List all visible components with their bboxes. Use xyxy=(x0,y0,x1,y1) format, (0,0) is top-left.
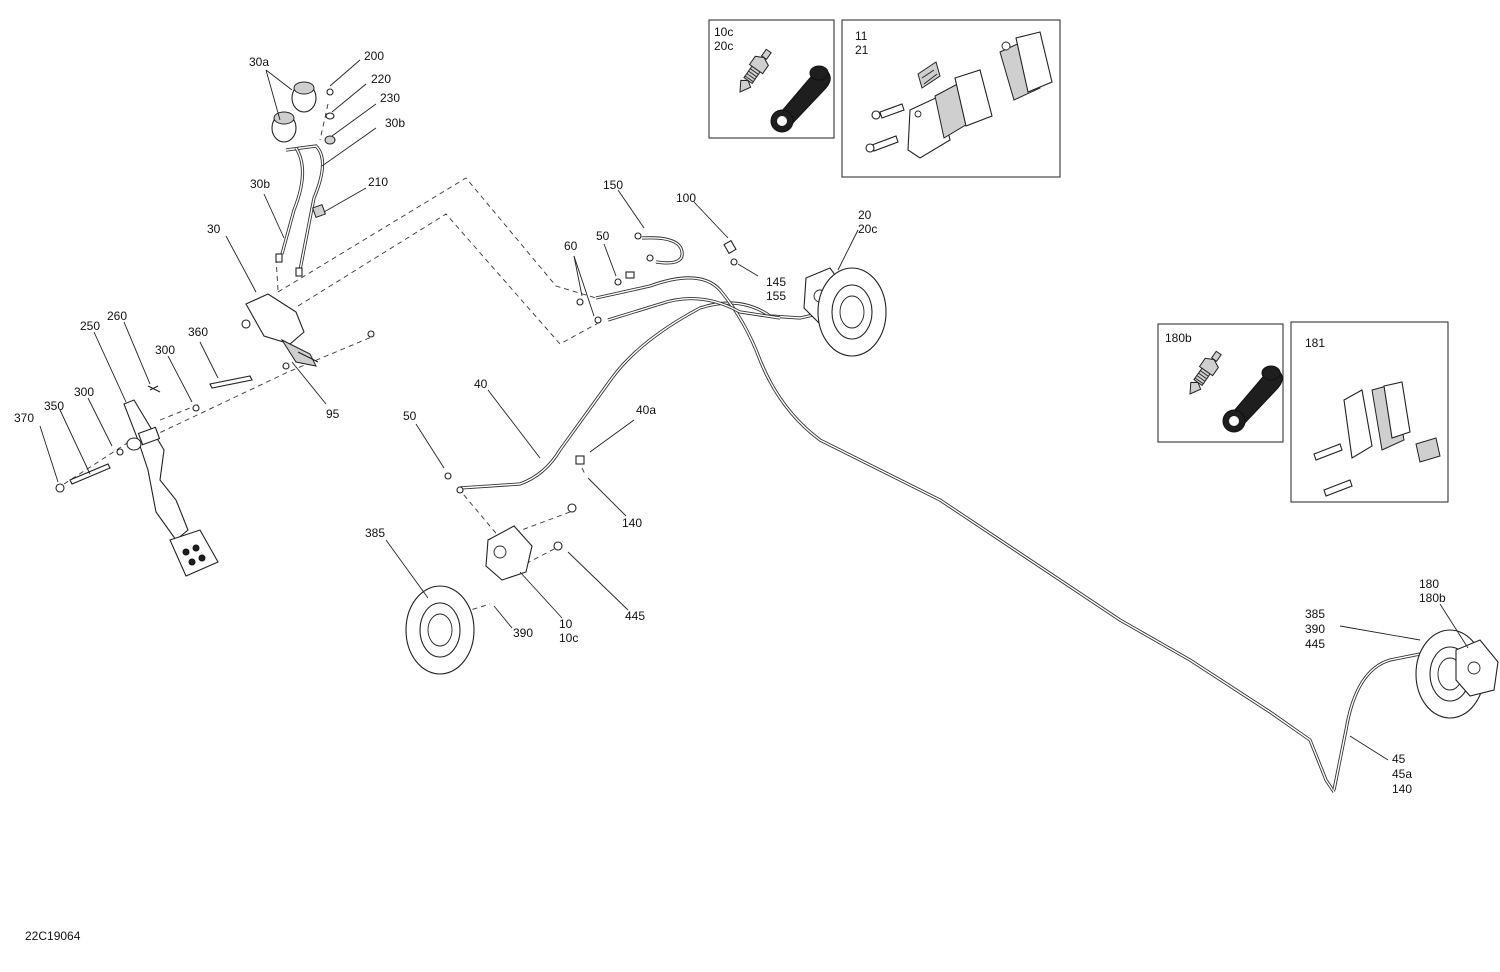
callout-445-a: 445 xyxy=(625,609,645,623)
brake-lines xyxy=(280,144,1441,793)
inset-label-180b: 180b xyxy=(1165,331,1192,345)
master-cylinder xyxy=(241,293,319,370)
leader-lines xyxy=(39,59,1469,761)
callout-30a: 30a xyxy=(249,55,269,69)
callout-370: 370 xyxy=(14,411,34,425)
bleeder-cap-rear-icon xyxy=(1222,365,1283,433)
callout-100: 100 xyxy=(676,191,696,205)
callout-390-b: 390 xyxy=(1305,622,1325,636)
brake-fluid-reservoir-icon xyxy=(271,81,317,143)
pad-pin-icon xyxy=(865,103,905,153)
brake-pedal xyxy=(123,399,219,577)
callout-145: 145 xyxy=(766,275,786,289)
callout-350: 350 xyxy=(44,399,64,413)
inset-bleeder-front: 10c 20c xyxy=(708,19,835,139)
rear-caliper xyxy=(1455,639,1499,697)
callout-230: 230 xyxy=(380,91,400,105)
inset-label-11: 11 xyxy=(855,29,868,43)
callout-40: 40 xyxy=(474,377,488,391)
front-brake-disc-left xyxy=(405,585,475,675)
anti-rattle-clip-icon xyxy=(917,61,941,89)
inset-brake-pads-rear: 181 xyxy=(1290,321,1449,503)
callout-30b-top: 30b xyxy=(385,116,405,130)
callout-360: 360 xyxy=(188,325,208,339)
callout-445-b: 445 xyxy=(1305,637,1325,651)
callout-180: 180 xyxy=(1419,577,1439,591)
callout-210: 210 xyxy=(368,175,388,189)
callout-50-a: 50 xyxy=(403,409,417,423)
callout-155: 155 xyxy=(766,289,786,303)
rear-pad-icon xyxy=(1313,381,1441,497)
callout-385-a: 385 xyxy=(365,526,385,540)
callout-180b: 180b xyxy=(1419,591,1446,605)
callout-20c: 20c xyxy=(858,222,877,236)
callout-250: 250 xyxy=(80,319,100,333)
callout-95: 95 xyxy=(326,407,340,421)
inset-brake-pads-front: 11 21 xyxy=(841,19,1061,178)
inset-label-21: 21 xyxy=(855,43,869,57)
callout-10c: 10c xyxy=(559,631,578,645)
bleeder-cap-icon xyxy=(770,65,831,133)
callout-50-b: 50 xyxy=(596,229,610,243)
callout-labels: 30a 200 220 230 30b 210 30b 30 250 260 3… xyxy=(14,49,1446,796)
callout-140-b: 140 xyxy=(1392,782,1412,796)
callout-60: 60 xyxy=(564,239,578,253)
callout-260: 260 xyxy=(107,309,127,323)
inset-label-20c: 20c xyxy=(714,39,733,53)
front-brake-disc-right xyxy=(817,267,887,357)
inset-label-10c: 10c xyxy=(714,25,733,39)
callout-220: 220 xyxy=(371,72,391,86)
callout-30b-left: 30b xyxy=(250,177,270,191)
callout-40a: 40a xyxy=(636,403,656,417)
callout-10: 10 xyxy=(559,617,573,631)
inset-label-181: 181 xyxy=(1305,336,1325,350)
callout-390-a: 390 xyxy=(513,626,533,640)
callout-150: 150 xyxy=(603,178,623,192)
callout-45: 45 xyxy=(1392,752,1406,766)
brake-pad-icon xyxy=(907,31,1053,159)
callout-20: 20 xyxy=(858,208,872,222)
diagram-code: 22C19064 xyxy=(25,929,81,943)
inset-bleeder-rear: 180b xyxy=(1157,323,1284,443)
callout-300-b: 300 xyxy=(74,385,94,399)
callout-385-b: 385 xyxy=(1305,607,1325,621)
front-caliper-left xyxy=(444,455,585,581)
callout-300-a: 300 xyxy=(155,343,175,357)
callout-140-a: 140 xyxy=(622,516,642,530)
small-fittings xyxy=(275,88,375,338)
callout-45a: 45a xyxy=(1392,767,1412,781)
callout-30: 30 xyxy=(207,222,221,236)
callout-200: 200 xyxy=(364,49,384,63)
line-fittings xyxy=(576,232,738,324)
